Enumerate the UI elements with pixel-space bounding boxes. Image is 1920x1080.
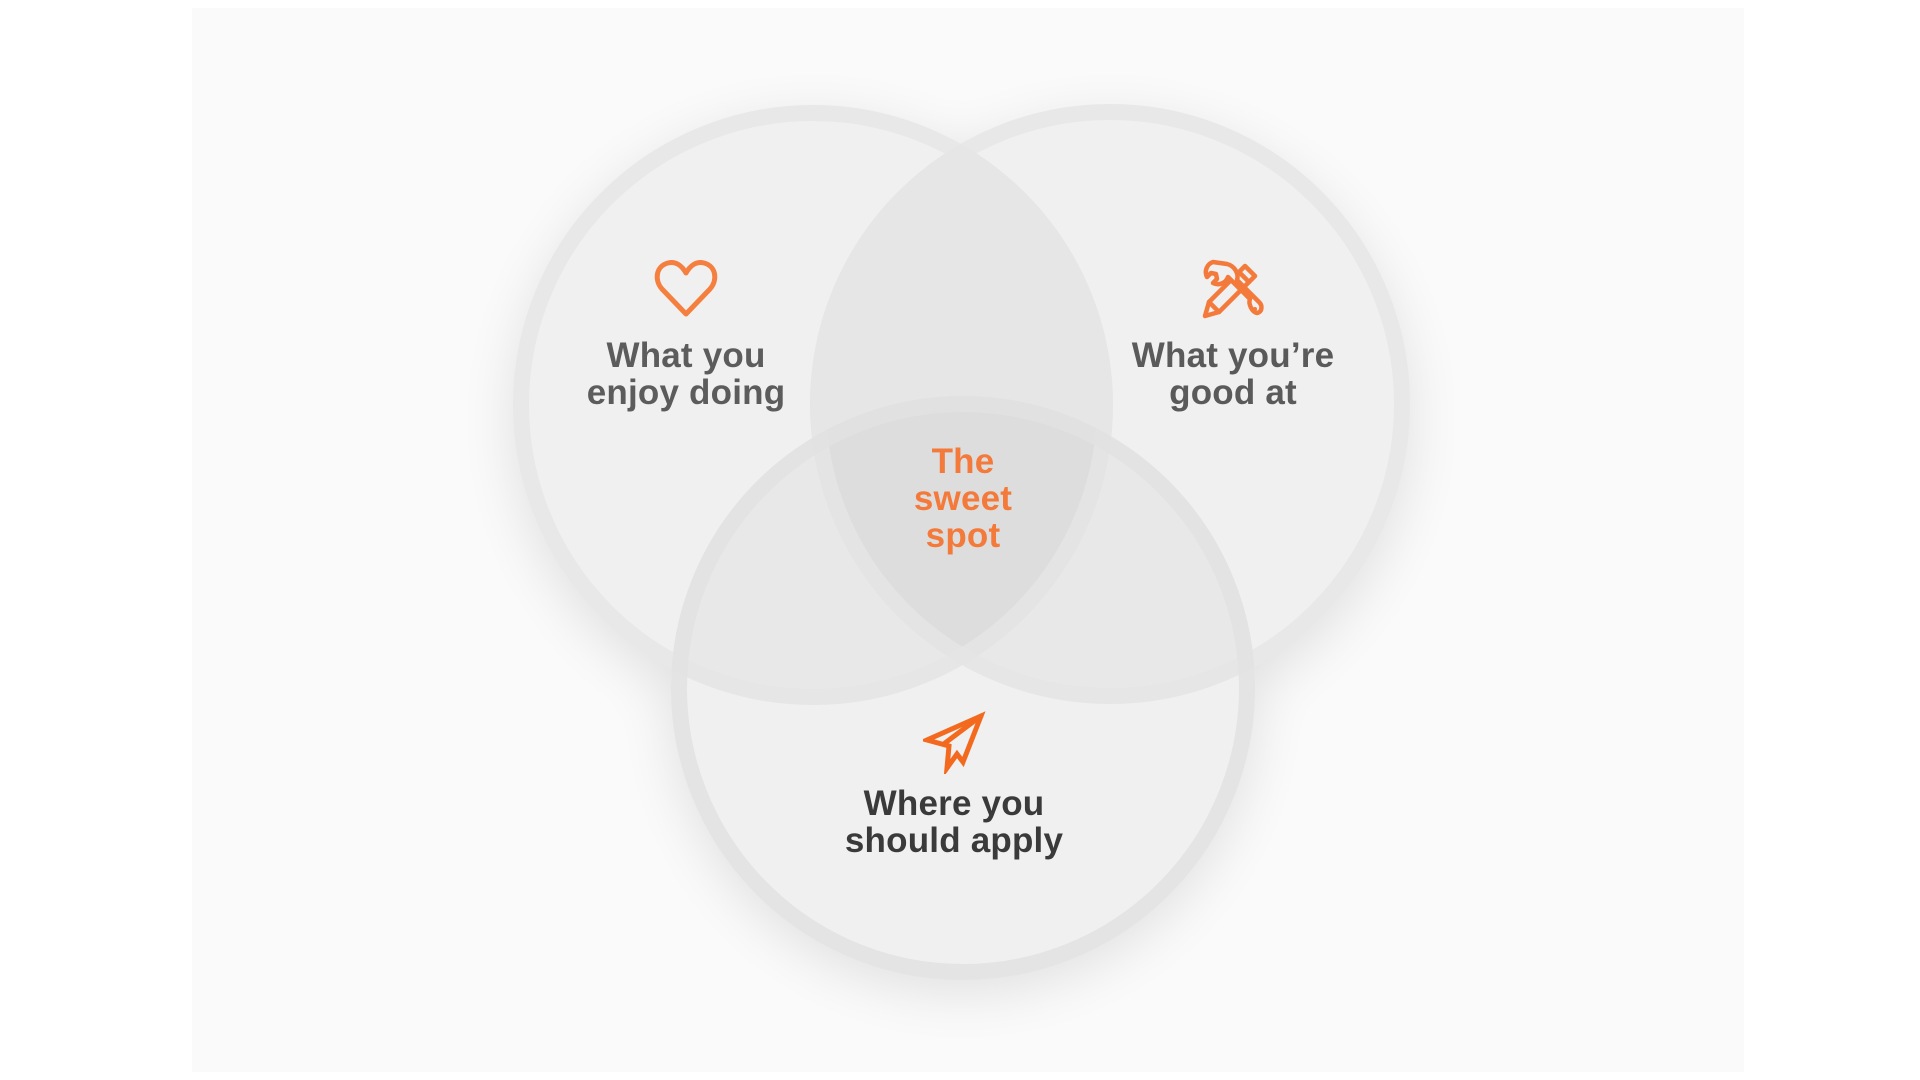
paper-plane-icon [919,710,987,777]
label-line: enjoy doing [586,373,786,412]
label-enjoy: What you enjoy doing [587,337,786,411]
label-line: good at [1169,373,1297,412]
label-line: should apply [844,821,1064,860]
label-good-at: What you’re good at [1132,337,1335,411]
heart-icon [654,258,718,318]
label-line: sweet [913,479,1013,518]
label-line: spot [925,516,1001,555]
label-line: The [931,442,995,481]
label-apply: Where you should apply [845,785,1063,859]
label-line: What you’re [1131,336,1335,375]
tools-icon [1199,256,1265,322]
label-line: What you [606,336,766,375]
label-line: Where you [863,784,1045,823]
label-sweet-spot: The sweet spot [914,443,1012,554]
